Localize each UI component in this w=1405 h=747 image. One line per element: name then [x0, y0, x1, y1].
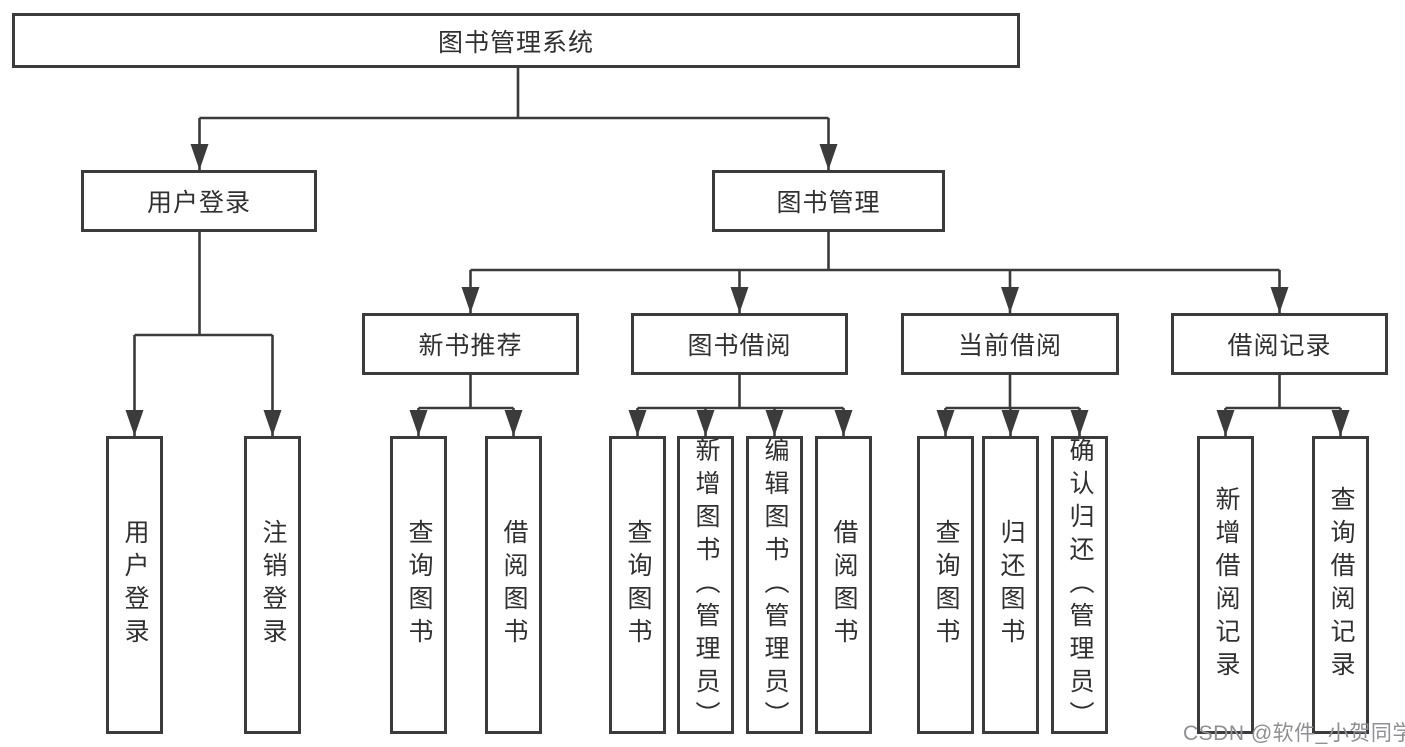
- leaf-label: 归还图书: [997, 519, 1025, 651]
- leaf-label: 新增图书（管理员）: [692, 436, 720, 734]
- csdn-watermark: CSDN @软件_小贺同学: [1183, 722, 1405, 745]
- leaf-label: 新增借阅记录: [1212, 486, 1240, 684]
- node-label: 用户登录: [146, 189, 251, 217]
- leaf-label: 编辑图书（管理员）: [761, 436, 789, 734]
- node-book-borrowing: 图书借阅: [631, 313, 848, 375]
- node-current-borrowing: 当前借阅: [901, 313, 1119, 375]
- node-label: 新书推荐: [418, 332, 523, 360]
- node-borrowing-records: 借阅记录: [1171, 313, 1388, 375]
- leaf-label: 借阅图书: [500, 519, 528, 651]
- node-new-book-recommend: 新书推荐: [362, 313, 579, 375]
- leaf-query-borrow-record: 查询借阅记录: [1312, 436, 1369, 734]
- node-user-login: 用户登录: [81, 170, 317, 232]
- node-library-management-system: 图书管理系统: [12, 13, 1020, 68]
- leaf-label: 确认归还（管理员）: [1066, 436, 1094, 734]
- leaf-confirm-return-admin: 确认归还（管理员）: [1051, 436, 1108, 734]
- leaf-label: 用户登录: [121, 519, 149, 651]
- leaf-edit-book-admin: 编辑图书（管理员）: [746, 436, 803, 734]
- leaf-label: 查询图书: [624, 519, 652, 651]
- node-label: 图书管理系统: [437, 28, 594, 57]
- node-label: 借阅记录: [1227, 332, 1332, 360]
- node-book-management: 图书管理: [712, 170, 945, 232]
- leaf-label: 查询借阅记录: [1327, 486, 1355, 684]
- node-label: 当前借阅: [957, 332, 1062, 360]
- leaf-label: 注销登录: [259, 519, 287, 651]
- leaf-borrow-books: 借阅图书: [815, 436, 872, 734]
- leaf-query-books-current: 查询图书: [917, 436, 974, 734]
- leaf-user-login: 用户登录: [106, 436, 163, 734]
- leaf-return-book: 归还图书: [982, 436, 1039, 734]
- leaf-add-book-admin: 新增图书（管理员）: [677, 436, 734, 734]
- leaf-label: 查询图书: [405, 519, 433, 651]
- node-label: 图书管理: [776, 189, 881, 217]
- leaf-query-books-borrow: 查询图书: [609, 436, 666, 734]
- leaf-logout: 注销登录: [244, 436, 301, 734]
- leaf-query-books-recommend: 查询图书: [390, 436, 447, 734]
- leaf-label: 查询图书: [932, 519, 960, 651]
- leaf-borrow-books-recommend: 借阅图书: [485, 436, 542, 734]
- leaf-label: 借阅图书: [830, 519, 858, 651]
- node-label: 图书借阅: [687, 332, 792, 360]
- leaf-add-borrow-record: 新增借阅记录: [1197, 436, 1254, 734]
